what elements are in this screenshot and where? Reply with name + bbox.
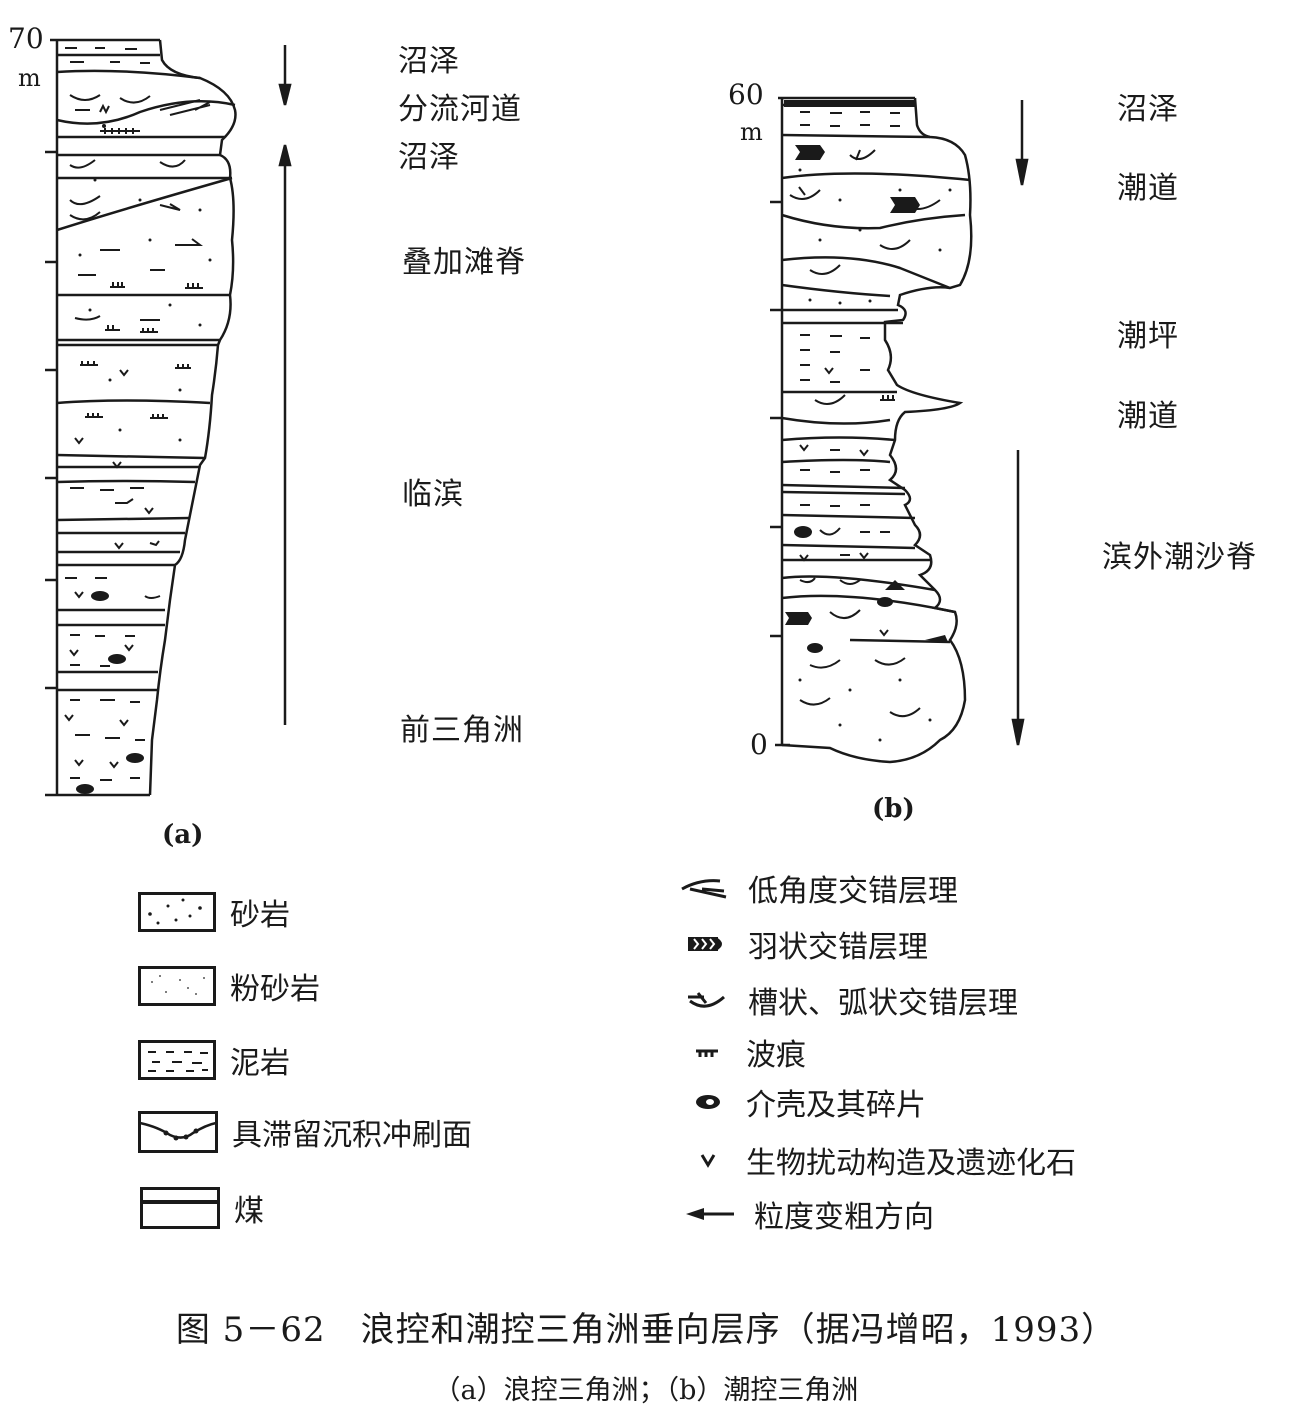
legend-label-bioturbation: 生物扰动构造及遗迹化石 <box>746 1146 1076 1181</box>
facies-b-offshore-tidal-sand-ridge: 滨外潮沙脊 <box>1102 540 1257 575</box>
column-b-panel-label: (b) <box>872 794 915 824</box>
legend-label-low-angle-cross-bedding: 低角度交错层理 <box>748 874 958 909</box>
legend-item-bioturbation: 生物扰动构造及遗迹化石 <box>694 1138 1076 1182</box>
facies-a-shoreface: 临滨 <box>402 477 464 512</box>
coarsening-direction-arrow-icon <box>686 1208 734 1220</box>
legend-item-sandstone: 砂岩 <box>138 890 290 934</box>
sandstone-pattern-icon <box>138 892 216 932</box>
facies-a-prodelta: 前三角洲 <box>400 713 524 748</box>
legend-label-sandstone: 砂岩 <box>230 898 290 933</box>
legend-item-herringbone-cross-bedding: 羽状交错层理 <box>686 922 928 966</box>
column-b-axis-bottom: 0 <box>750 728 768 761</box>
column-a-axis-unit: m <box>18 64 41 92</box>
legend-item-siltstone: 粉砂岩 <box>138 964 320 1008</box>
mudstone-pattern-icon <box>138 1040 216 1080</box>
legend-item-mudstone: 泥岩 <box>138 1038 290 1082</box>
figure-caption-title: 图 5－62 浪控和潮控三角洲垂向层序（据冯增昭，1993） <box>175 1310 1117 1350</box>
low-angle-cross-bedding-icon <box>681 879 727 899</box>
column-a-panel-label: (a) <box>162 820 204 850</box>
column-b-axis-top: 60 <box>728 78 764 111</box>
facies-b-tidal-channel-top: 潮道 <box>1117 171 1179 206</box>
legend-item-shell-fragment: 介壳及其碎片 <box>692 1080 926 1124</box>
scour-surface-with-lag-pattern-icon <box>138 1111 218 1153</box>
shell-fragment-icon <box>696 1095 720 1109</box>
siltstone-pattern-icon <box>138 966 216 1006</box>
legend-label-coal: 煤 <box>234 1194 264 1229</box>
facies-b-tidal-flat: 潮坪 <box>1117 319 1179 354</box>
legend-item-coarsening-direction: 粒度变粗方向 <box>684 1192 934 1236</box>
legend-label-siltstone: 粉砂岩 <box>230 972 320 1007</box>
legend-label-ripple-mark: 波痕 <box>746 1038 806 1073</box>
column-a-drawing <box>45 38 292 797</box>
facies-a-swamp-top: 沼泽 <box>398 44 460 79</box>
facies-a-swamp: 沼泽 <box>398 140 460 175</box>
figure-caption-subtitle: （a）浪控三角洲；（b）潮控三角洲 <box>433 1375 859 1406</box>
legend-item-low-angle-cross-bedding: 低角度交错层理 <box>680 866 958 910</box>
legend-label-coarsening-direction: 粒度变粗方向 <box>754 1200 934 1235</box>
legend-item-trough-cross-bedding: 槽状、弧状交错层理 <box>684 978 1018 1022</box>
coal-pattern-icon <box>140 1187 220 1229</box>
facies-b-tidal-channel: 潮道 <box>1117 399 1179 434</box>
legend-label-scour-surface: 具滞留沉积冲刷面 <box>232 1118 472 1153</box>
bioturbation-icon <box>700 1154 716 1168</box>
facies-b-swamp: 沼泽 <box>1117 92 1179 127</box>
legend-label-shell-fragment: 介壳及其碎片 <box>746 1088 926 1123</box>
column-a-axis-top: 70 <box>8 22 44 55</box>
column-b-axis-unit: m <box>740 118 763 146</box>
trough-cross-bedding-icon <box>688 992 725 1008</box>
legend-item-scour-surface: 具滞留沉积冲刷面 <box>138 1110 472 1154</box>
legend-item-ripple-mark: 波痕 <box>692 1030 806 1074</box>
ripple-mark-icon <box>696 1049 718 1057</box>
legend-label-mudstone: 泥岩 <box>230 1046 290 1081</box>
herringbone-cross-bedding-icon <box>688 937 722 951</box>
legend-label-trough-cross-bedding: 槽状、弧状交错层理 <box>748 986 1018 1021</box>
facies-a-beach-ridge: 叠加滩脊 <box>402 245 526 280</box>
legend-item-coal: 煤 <box>140 1186 264 1230</box>
column-b-drawing <box>770 96 1029 764</box>
legend-label-herringbone-cross-bedding: 羽状交错层理 <box>748 930 928 965</box>
facies-a-distributary-channel: 分流河道 <box>398 92 522 127</box>
